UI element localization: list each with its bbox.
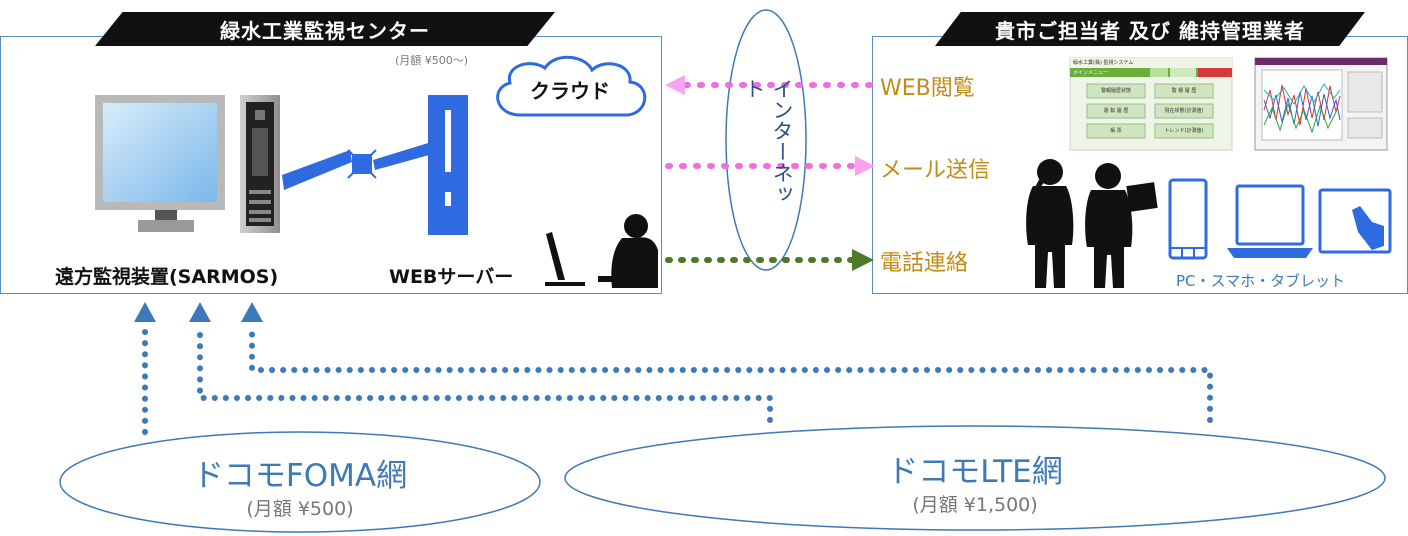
foma-network-price: (月額 ¥500)	[246, 498, 354, 520]
menu-btn-2: 警 報 履 歴	[1171, 88, 1197, 94]
web-menu-screenshot	[1069, 57, 1233, 151]
cloud-label: クラウド	[530, 79, 610, 103]
menu-screenshot-subtitle: メインメニュー	[1073, 70, 1108, 76]
cloud-price: (月額 ¥500～)	[395, 54, 469, 67]
operator-silhouette-icon	[545, 214, 658, 288]
monitor-label: 遠方監視装置(SARMOS)	[55, 266, 279, 288]
menu-btn-5: 帳 票	[1110, 128, 1122, 134]
lte-link-line-1	[189, 302, 773, 423]
mail-label: メール送信	[880, 158, 991, 183]
laptop-icon	[1227, 184, 1313, 258]
internet-ellipse	[725, 9, 807, 271]
lte-link-line-2	[241, 302, 1213, 423]
client-title: 貴市ご担当者 及び 維持管理業者	[935, 12, 1365, 46]
trend-graph-screenshot	[1254, 57, 1388, 151]
menu-btn-1: 警報履歴状態	[1100, 88, 1131, 94]
monitor-icon	[95, 95, 225, 232]
menu-screenshot-title: 緑水工業(株) 監視システム	[1073, 60, 1134, 66]
network-cable	[282, 140, 440, 190]
server-label: WEBサーバー	[389, 266, 514, 288]
menu-btn-3: 運 転 履 歴	[1103, 108, 1129, 114]
menu-btn-6: トレンド(計測値)	[1164, 128, 1204, 134]
web-view-arrow	[665, 75, 873, 95]
smartphone-icon	[1168, 178, 1208, 260]
lte-network-ellipse	[564, 425, 1386, 531]
foma-link-line	[134, 302, 156, 435]
foma-network-ellipse	[59, 431, 541, 533]
businessmen-silhouette-icon	[1026, 159, 1158, 288]
phone-arrow	[665, 249, 874, 271]
lte-network-name: ドコモLTE網	[887, 454, 1063, 490]
mail-arrow	[665, 156, 875, 176]
web-view-label: WEB閲覧	[880, 76, 975, 101]
web-server-icon	[428, 95, 468, 235]
devices-label: PC・スマホ・タブレット	[1176, 272, 1346, 290]
foma-network-name: ドコモFOMA網	[192, 458, 408, 494]
menu-btn-4: 現在状態(計測値)	[1164, 108, 1204, 114]
cloud-icon	[496, 55, 647, 117]
monitoring-center-title: 緑水工業監視センター	[95, 12, 555, 46]
internet-label: インターネット	[742, 78, 794, 204]
tablet-icon	[1318, 188, 1392, 254]
pc-tower-icon	[240, 95, 280, 233]
lte-network-price: (月額 ¥1,500)	[912, 494, 1038, 516]
phone-label: 電話連絡	[880, 251, 969, 276]
